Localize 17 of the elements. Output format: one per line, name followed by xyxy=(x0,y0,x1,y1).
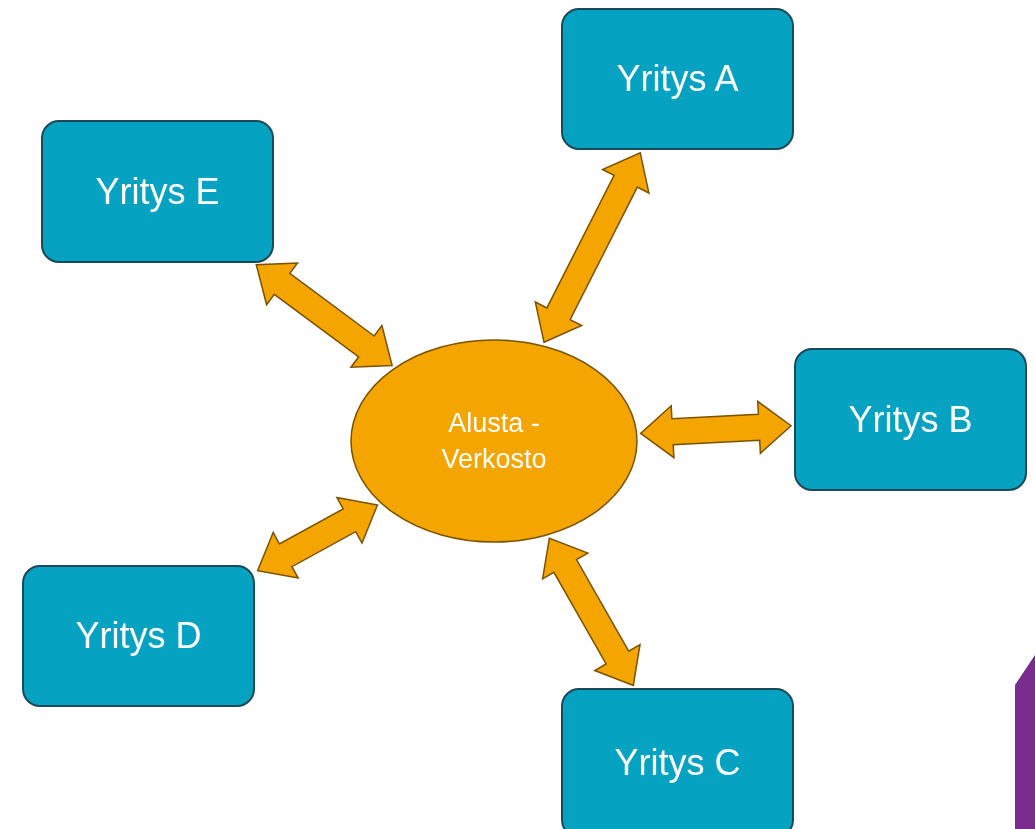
company-box xyxy=(794,348,1027,491)
platform-ellipse xyxy=(350,339,638,543)
node-label: Yritys E xyxy=(95,170,220,213)
company-box xyxy=(561,8,794,150)
double-arrow xyxy=(255,262,394,369)
company-box xyxy=(22,565,255,707)
double-arrow xyxy=(639,399,793,460)
node-label: Yritys A xyxy=(616,58,739,100)
company-box xyxy=(41,120,274,263)
double-arrow xyxy=(541,537,641,687)
node-label: Yritys D xyxy=(75,615,202,657)
node-label: Yritys B xyxy=(848,398,973,441)
node-label: Alusta - Verkosto xyxy=(440,406,548,476)
double-arrow xyxy=(534,151,650,344)
double-arrow xyxy=(256,496,379,580)
company-box xyxy=(561,688,794,829)
node-label: Yritys C xyxy=(614,742,741,784)
